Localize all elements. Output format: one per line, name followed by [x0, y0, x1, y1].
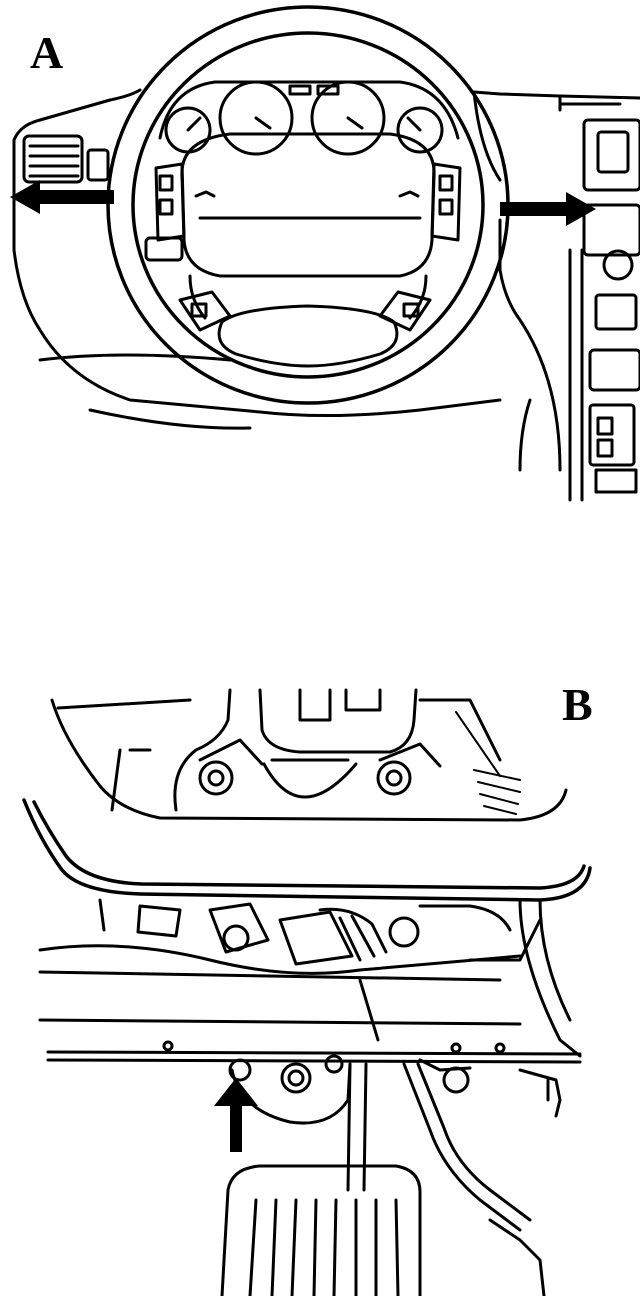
steering-wheel-hub — [180, 132, 436, 278]
air-vent-left — [22, 134, 110, 184]
arrow-right-icon — [500, 192, 596, 226]
steering-wheel-rim — [106, 5, 510, 405]
brake-pedal — [220, 1062, 546, 1296]
lower-dash-trim — [22, 798, 592, 902]
arrow-left-icon — [10, 180, 114, 214]
steering-column-spring — [455, 711, 521, 815]
panel-b-under-dash: B — [0, 660, 640, 1296]
dashboard-outline — [12, 88, 640, 502]
steering-column-upper — [50, 688, 568, 822]
steering-wheel-illustration — [10, 5, 640, 502]
steering-wheel-switches-left — [144, 162, 186, 262]
panel-label-a: A — [30, 27, 64, 78]
steering-wheel-switches-right — [430, 162, 462, 242]
arrow-up-icon — [214, 1078, 258, 1152]
steering-column-mechanism — [38, 898, 542, 1042]
instrument-cluster — [158, 80, 460, 156]
steering-wheel-spokes — [178, 274, 432, 368]
panel-a-steering-wheel: A — [0, 0, 640, 520]
under-dash-illustration — [22, 688, 592, 1296]
panel-label-b: B — [562, 679, 593, 730]
steering-column-boot — [228, 1054, 562, 1125]
center-console — [558, 102, 640, 494]
lower-rails — [46, 898, 582, 1064]
